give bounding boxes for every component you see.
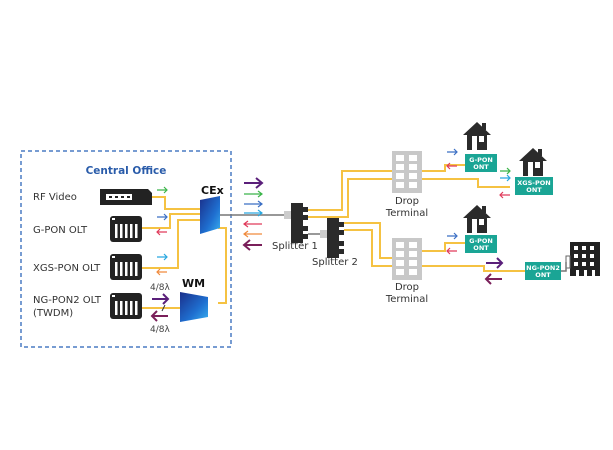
- splitter-1: [291, 203, 308, 243]
- ngpon2-ont: NG-PON2 ONT: [525, 262, 561, 280]
- svg-text:ONT: ONT: [535, 271, 551, 279]
- connector: [284, 211, 291, 219]
- drop-terminal-2: [392, 238, 422, 280]
- ngpon2-down-arrow: [152, 293, 170, 305]
- rf-video-device: [100, 189, 152, 205]
- gpon-ont-1: G-PON ONT: [465, 154, 497, 172]
- ont-to-building-line: [560, 262, 567, 272]
- drop-terminal-1: [392, 151, 422, 193]
- svg-text:ONT: ONT: [526, 186, 542, 194]
- cex-multiplexer: [200, 196, 220, 234]
- splitter-2: [327, 218, 344, 258]
- drop-terminal-1-line1: Drop: [395, 196, 419, 207]
- house-icon: [463, 205, 491, 233]
- ont-wavelength-arrows: [446, 148, 511, 285]
- drop-terminal-1-line2: Terminal: [385, 208, 428, 219]
- gpon-olt-label: G-PON OLT: [33, 225, 88, 236]
- gpon-ont-2: G-PON ONT: [465, 235, 497, 253]
- cex-label: CEx: [201, 184, 224, 197]
- rf-video-label: RF Video: [33, 192, 77, 203]
- rf-video-down-arrow: [157, 186, 168, 194]
- xgs-down-arrow: [157, 253, 168, 261]
- ngpon2-olt-sublabel: (TWDM): [33, 308, 73, 319]
- house-icon: [463, 122, 491, 150]
- gpon-olt-device: [110, 216, 142, 242]
- xgspon-olt-device: [110, 254, 142, 280]
- svg-text:XGS-PON: XGS-PON: [517, 179, 550, 187]
- wm-label: WM: [182, 277, 205, 290]
- svg-text:G-PON: G-PON: [469, 237, 493, 245]
- distribution-fibers: [308, 164, 527, 272]
- xgspon-ont: XGS-PON ONT: [515, 177, 553, 195]
- xgs-up-arrow: [156, 268, 167, 276]
- drop-terminal-2-line2: Terminal: [385, 294, 428, 305]
- drop-terminal-2-line1: Drop: [395, 282, 419, 293]
- house-icon: [519, 148, 547, 176]
- svg-text:NG-PON2: NG-PON2: [526, 264, 560, 272]
- svg-text:G-PON: G-PON: [469, 156, 493, 164]
- ngpon2-olt-device: [110, 293, 142, 319]
- ngpon2-olt-label: NG-PON2 OLT: [33, 295, 102, 306]
- connector: [320, 230, 327, 238]
- feeder-wavelength-arrows: [242, 177, 264, 251]
- ngpon2-up-arrow: [150, 310, 168, 322]
- splitter-2-label: Splitter 2: [312, 257, 358, 268]
- svg-text:ONT: ONT: [473, 163, 489, 171]
- splitter-1-label: Splitter 1: [272, 241, 318, 252]
- lambda-upper-label: 4/8λ: [150, 283, 170, 293]
- central-office-title: Central Office: [86, 165, 167, 177]
- gpon-up-arrow: [156, 228, 167, 236]
- svg-text:ONT: ONT: [473, 244, 489, 252]
- gpon-down-arrow: [157, 213, 168, 221]
- wm-multiplexer: [180, 292, 208, 322]
- building-icon: [565, 242, 600, 276]
- lambda-lower-label: 4/8λ: [150, 325, 170, 335]
- central-office-boundary: [20, 150, 232, 348]
- xgspon-olt-label: XGS-PON OLT: [33, 263, 101, 274]
- co-wavelength-arrows: [150, 186, 170, 322]
